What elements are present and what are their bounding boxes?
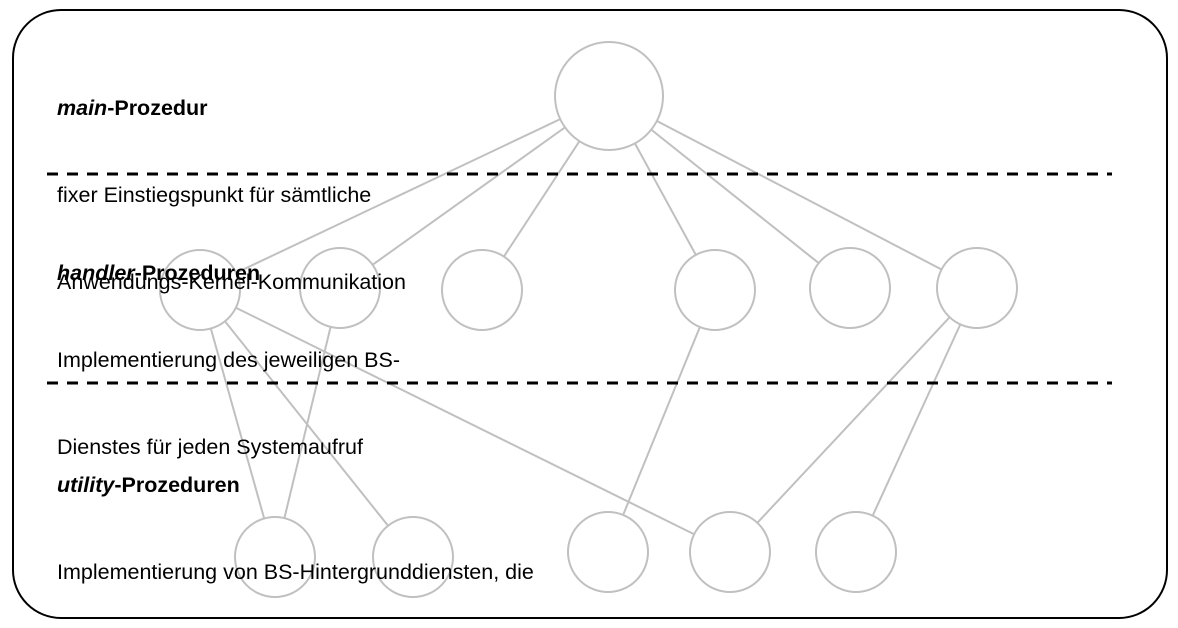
- graph-edge: [655, 119, 943, 271]
- graph-node-handler[interactable]: [159, 249, 241, 331]
- graph-edge: [871, 323, 962, 517]
- graph-edge: [756, 316, 951, 524]
- graph-edge: [283, 325, 332, 520]
- section-body-line-utility-0: Implementierung von BS-Hintergrunddienst…: [57, 560, 534, 584]
- graph-edge: [650, 128, 820, 265]
- section-label-handler: handler-Prozeduren Implementierung des j…: [57, 200, 400, 520]
- section-keyword-handler: handler: [57, 261, 135, 285]
- divider-layer: [47, 172, 1112, 385]
- graph-node-utility[interactable]: [567, 511, 649, 593]
- section-body-line-main-0: fixer Einstiegspunkt für sämtliche: [57, 183, 372, 207]
- graph-node-handler[interactable]: [674, 249, 756, 331]
- graph-edge: [622, 326, 701, 516]
- graph-node-handler[interactable]: [936, 247, 1018, 329]
- graph-node-handler[interactable]: [809, 247, 891, 329]
- section-title-main: main-Prozedur: [57, 93, 406, 123]
- section-title-utility: utility-Prozeduren: [57, 470, 536, 500]
- graph-node-handler[interactable]: [299, 247, 381, 329]
- section-title-handler: handler-Prozeduren: [57, 258, 400, 288]
- edge-layer: [209, 118, 962, 536]
- graph-node-handler[interactable]: [441, 249, 523, 331]
- section-keyword-main: main: [57, 96, 108, 120]
- section-title-suffix-main: -Prozedur: [107, 96, 208, 120]
- section-body-line-main-1: Anwendungs-Kernel-Kommunikation: [57, 270, 406, 294]
- graph-edge: [234, 306, 696, 536]
- section-label-utility: utility-Prozeduren Implementierung von B…: [57, 412, 536, 628]
- graph-edge: [633, 142, 697, 256]
- graph-node-utility[interactable]: [234, 516, 316, 598]
- graph-edge: [209, 327, 266, 520]
- section-body-line-handler-1: Dienstes für jeden Systemaufruf: [57, 435, 363, 459]
- graph-node-utility[interactable]: [815, 511, 897, 593]
- section-title-suffix-handler: -Prozeduren: [134, 261, 261, 285]
- graph-edge: [235, 118, 562, 274]
- graph-node-utility[interactable]: [372, 516, 454, 598]
- graph-node-utility[interactable]: [689, 511, 771, 593]
- section-title-suffix-utility: -Prozeduren: [114, 473, 240, 497]
- rounded-frame-layer: [12, 9, 1168, 619]
- node-layer: [159, 41, 1018, 598]
- graph-edge: [371, 126, 567, 266]
- graph-node-main[interactable]: [554, 41, 664, 151]
- section-body-line-handler-0: Implementierung des jeweiligen BS-: [57, 348, 400, 372]
- graph-edge: [502, 140, 581, 258]
- section-keyword-utility: utility: [57, 473, 115, 497]
- section-label-main: main-Prozedur fixer Einstiegspunkt für s…: [57, 35, 406, 355]
- rounded-frame: [12, 9, 1168, 619]
